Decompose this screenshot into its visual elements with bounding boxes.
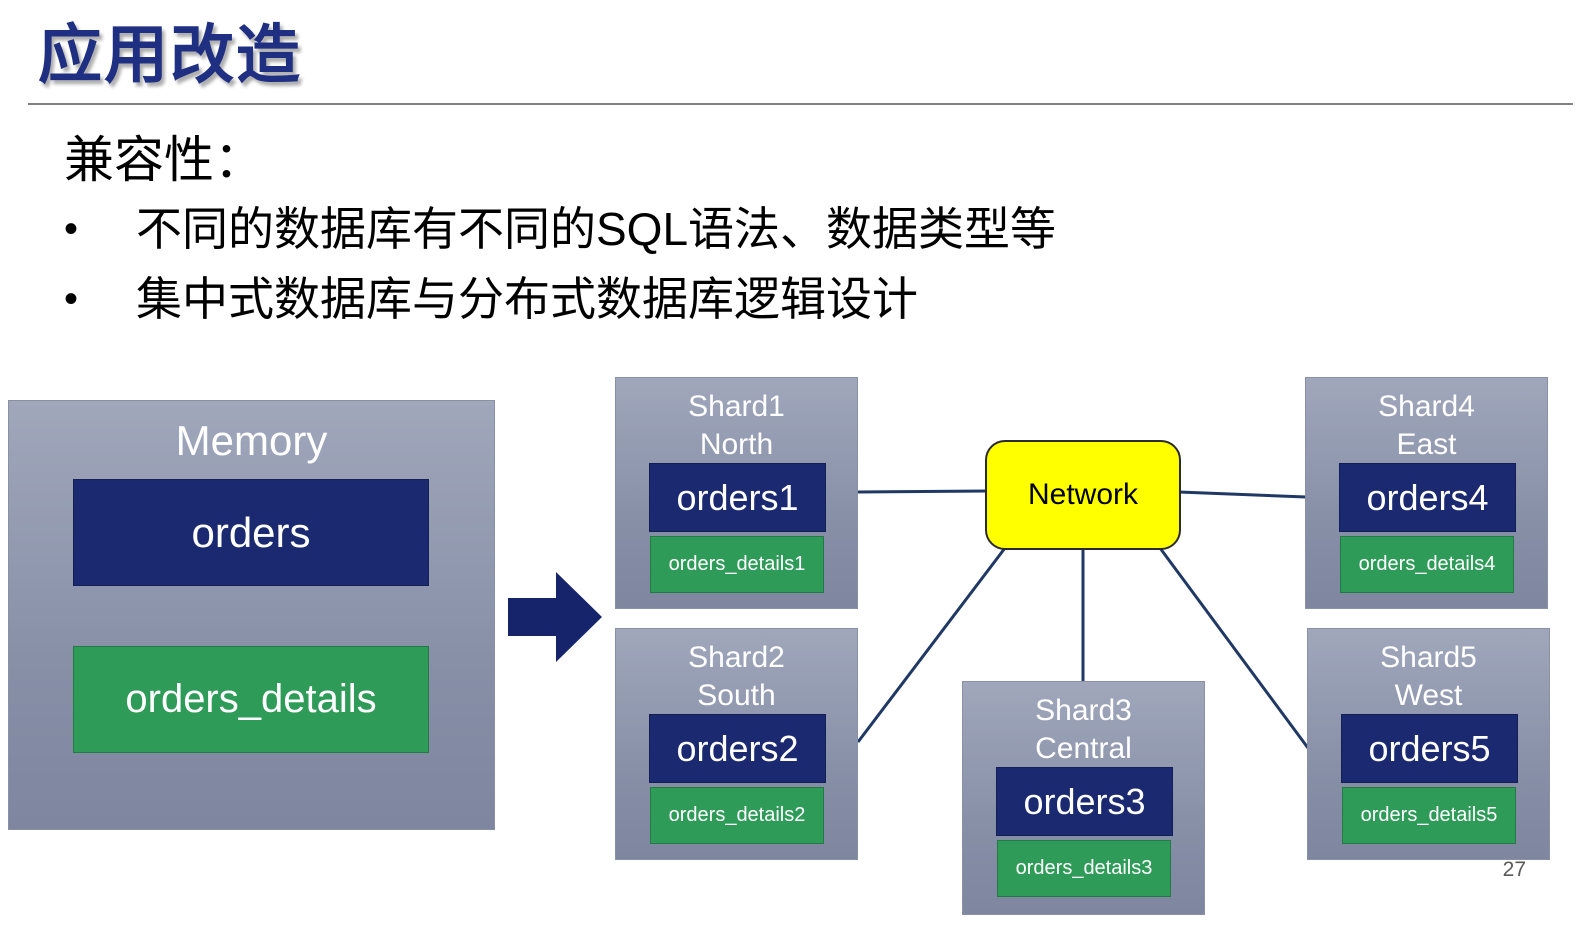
orders-details5-table: orders_details5 [1342, 787, 1516, 844]
shard5-title: Shard5 West [1308, 639, 1549, 715]
shard-name: Shard5 [1380, 641, 1477, 674]
bullet-marker: • [64, 207, 79, 251]
orders1-table: orders1 [649, 463, 826, 532]
shard1-title: Shard1 North [616, 388, 857, 464]
connector-network-shard4 [1178, 490, 1307, 499]
shard1-panel: Shard1 North orders1 orders_details1 [615, 377, 858, 609]
shard-name: Shard2 [688, 641, 785, 674]
bullet-text: 不同的数据库有不同的SQL语法、数据类型等 [136, 203, 1057, 255]
orders-details-table: orders_details [73, 646, 429, 753]
bullet-item: • 集中式数据库与分布式数据库逻辑设计 [64, 264, 1056, 334]
shard-region: West [1394, 679, 1463, 712]
orders3-table: orders3 [996, 767, 1173, 836]
bullet-marker: • [64, 277, 79, 321]
bullet-text: 集中式数据库与分布式数据库逻辑设计 [136, 273, 918, 325]
bullet-item: • 不同的数据库有不同的SQL语法、数据类型等 [64, 194, 1056, 264]
shard4-panel: Shard4 East orders4 orders_details4 [1305, 377, 1548, 609]
right-arrow-icon [508, 572, 602, 662]
slide-title: 应用改造 [38, 19, 302, 91]
orders2-table: orders2 [649, 714, 826, 783]
section-heading: 兼容性： [64, 132, 264, 188]
shard3-title: Shard3 Central [963, 692, 1204, 768]
orders4-table: orders4 [1339, 463, 1516, 532]
shard-region: Central [1035, 732, 1132, 765]
shard4-title: Shard4 East [1306, 388, 1547, 464]
bullet-list: • 不同的数据库有不同的SQL语法、数据类型等 • 集中式数据库与分布式数据库逻… [64, 194, 1056, 334]
shard-name: Shard3 [1035, 694, 1132, 727]
page-number: 27 [1502, 858, 1526, 881]
shard2-panel: Shard2 South orders2 orders_details2 [615, 628, 858, 860]
orders-details3-table: orders_details3 [997, 840, 1171, 897]
network-node: Network [985, 440, 1181, 550]
orders-details1-table: orders_details1 [650, 536, 824, 593]
shard3-panel: Shard3 Central orders3 orders_details3 [962, 681, 1205, 915]
connector-network-shard1 [857, 489, 989, 494]
orders5-table: orders5 [1341, 714, 1518, 783]
shard-region: North [699, 428, 774, 461]
shard-name: Shard1 [688, 390, 785, 423]
memory-title: Memory [175, 417, 328, 464]
orders-details2-table: orders_details2 [650, 787, 824, 844]
shard2-title: Shard2 South [616, 639, 857, 715]
title-divider [28, 103, 1573, 105]
orders-details4-table: orders_details4 [1340, 536, 1514, 593]
orders-table: orders [73, 479, 429, 586]
memory-panel: Memory orders orders_details [8, 400, 495, 830]
shard5-panel: Shard5 West orders5 orders_details5 [1307, 628, 1550, 860]
shard-region: East [1396, 428, 1457, 461]
shard-name: Shard4 [1378, 390, 1475, 423]
shard-region: South [697, 679, 776, 712]
